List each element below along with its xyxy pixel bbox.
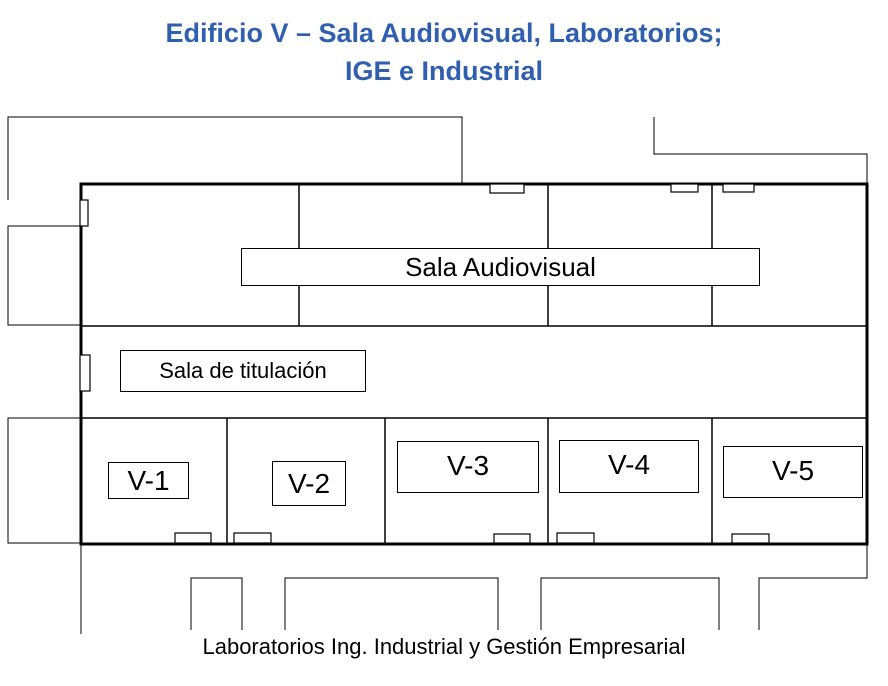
room-v3-label: V-3 xyxy=(397,441,539,493)
title-line-1: Edificio V – Sala Audiovisual, Laborator… xyxy=(165,18,723,48)
door-top-2 xyxy=(670,183,699,193)
door-v1 xyxy=(174,532,212,544)
room-v1-text: V-1 xyxy=(127,464,170,496)
main-building xyxy=(79,182,869,546)
left-structure-middle xyxy=(7,225,81,326)
door-v3 xyxy=(493,533,531,544)
top-right-structure xyxy=(653,117,868,184)
room-v5-text: V-5 xyxy=(771,455,815,486)
door-top-1 xyxy=(489,183,525,194)
room-v4-text: V-4 xyxy=(607,449,651,480)
door-v4 xyxy=(556,532,595,544)
door-top-3 xyxy=(722,183,755,193)
surrounding-structures xyxy=(7,116,868,634)
doors xyxy=(79,183,770,544)
sala-titulacion-label: Sala de titulación xyxy=(120,350,366,392)
bottom-structure-4 xyxy=(758,545,868,630)
left-structure-bottom xyxy=(7,417,81,544)
title-line-2: IGE e Industrial xyxy=(344,56,544,86)
door-v2 xyxy=(233,532,272,544)
room-v2-text: V-2 xyxy=(287,467,331,499)
door-v5 xyxy=(731,533,770,544)
top-left-structure xyxy=(7,116,463,200)
bottom-structure-3 xyxy=(540,577,720,630)
room-v3-text: V-3 xyxy=(446,450,490,481)
bottom-structure-2 xyxy=(284,577,499,630)
door-left-1 xyxy=(79,199,89,227)
diagram-title: Edificio V – Sala Audiovisual, Laborator… xyxy=(0,14,888,90)
sala-audiovisual-text: Sala Audiovisual xyxy=(405,251,596,282)
room-v2-label: V-2 xyxy=(272,461,346,506)
sala-audiovisual-label: Sala Audiovisual xyxy=(241,248,760,286)
room-v5-label: V-5 xyxy=(723,446,863,498)
sala-titulacion-text: Sala de titulación xyxy=(159,358,327,383)
footer-caption: Laboratorios Ing. Industrial y Gestión E… xyxy=(202,634,686,659)
room-v4-label: V-4 xyxy=(559,440,699,493)
door-left-2 xyxy=(79,354,91,392)
room-v1-label: V-1 xyxy=(108,462,189,499)
bottom-structure-1 xyxy=(190,577,243,630)
